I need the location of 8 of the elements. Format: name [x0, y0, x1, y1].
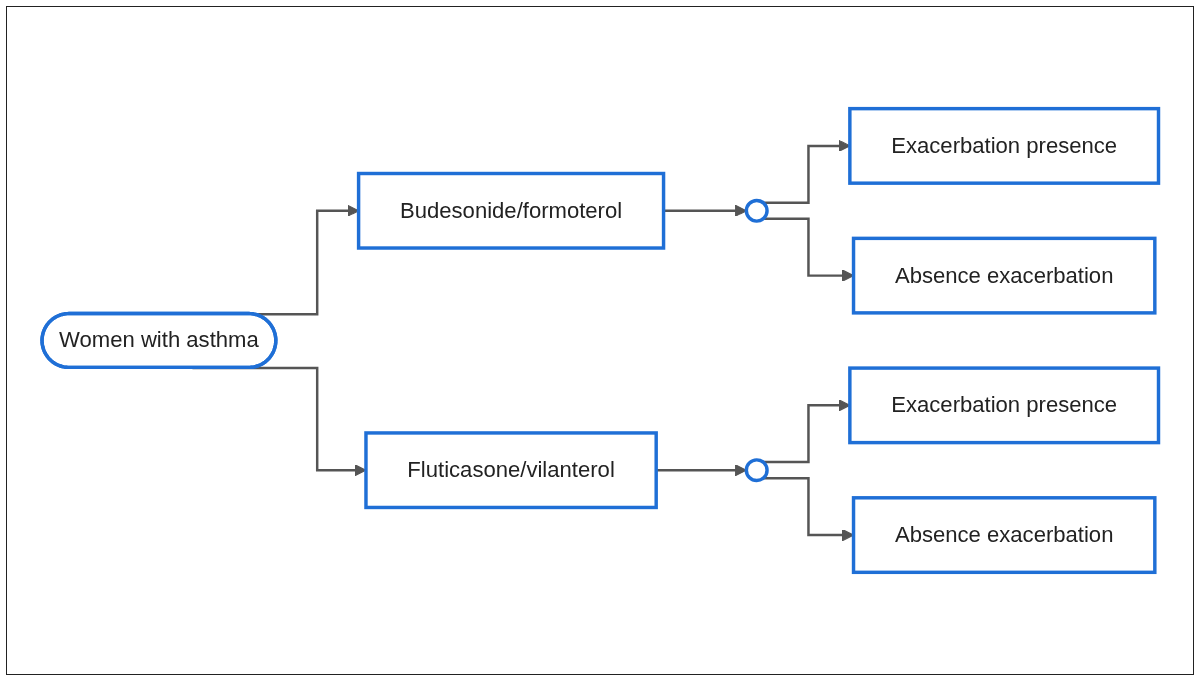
- node-box: Fluticasone/vilanterol: [363, 431, 658, 510]
- node-box: Exacerbation presence: [847, 106, 1160, 185]
- node-box: Absence exacerbation: [851, 496, 1157, 575]
- node-circle: [744, 198, 769, 223]
- node-circle: [744, 458, 769, 483]
- node-box: Budesonide/formoterol: [356, 171, 665, 250]
- node-box: Exacerbation presence: [847, 366, 1160, 445]
- node-box: Absence exacerbation: [851, 236, 1157, 315]
